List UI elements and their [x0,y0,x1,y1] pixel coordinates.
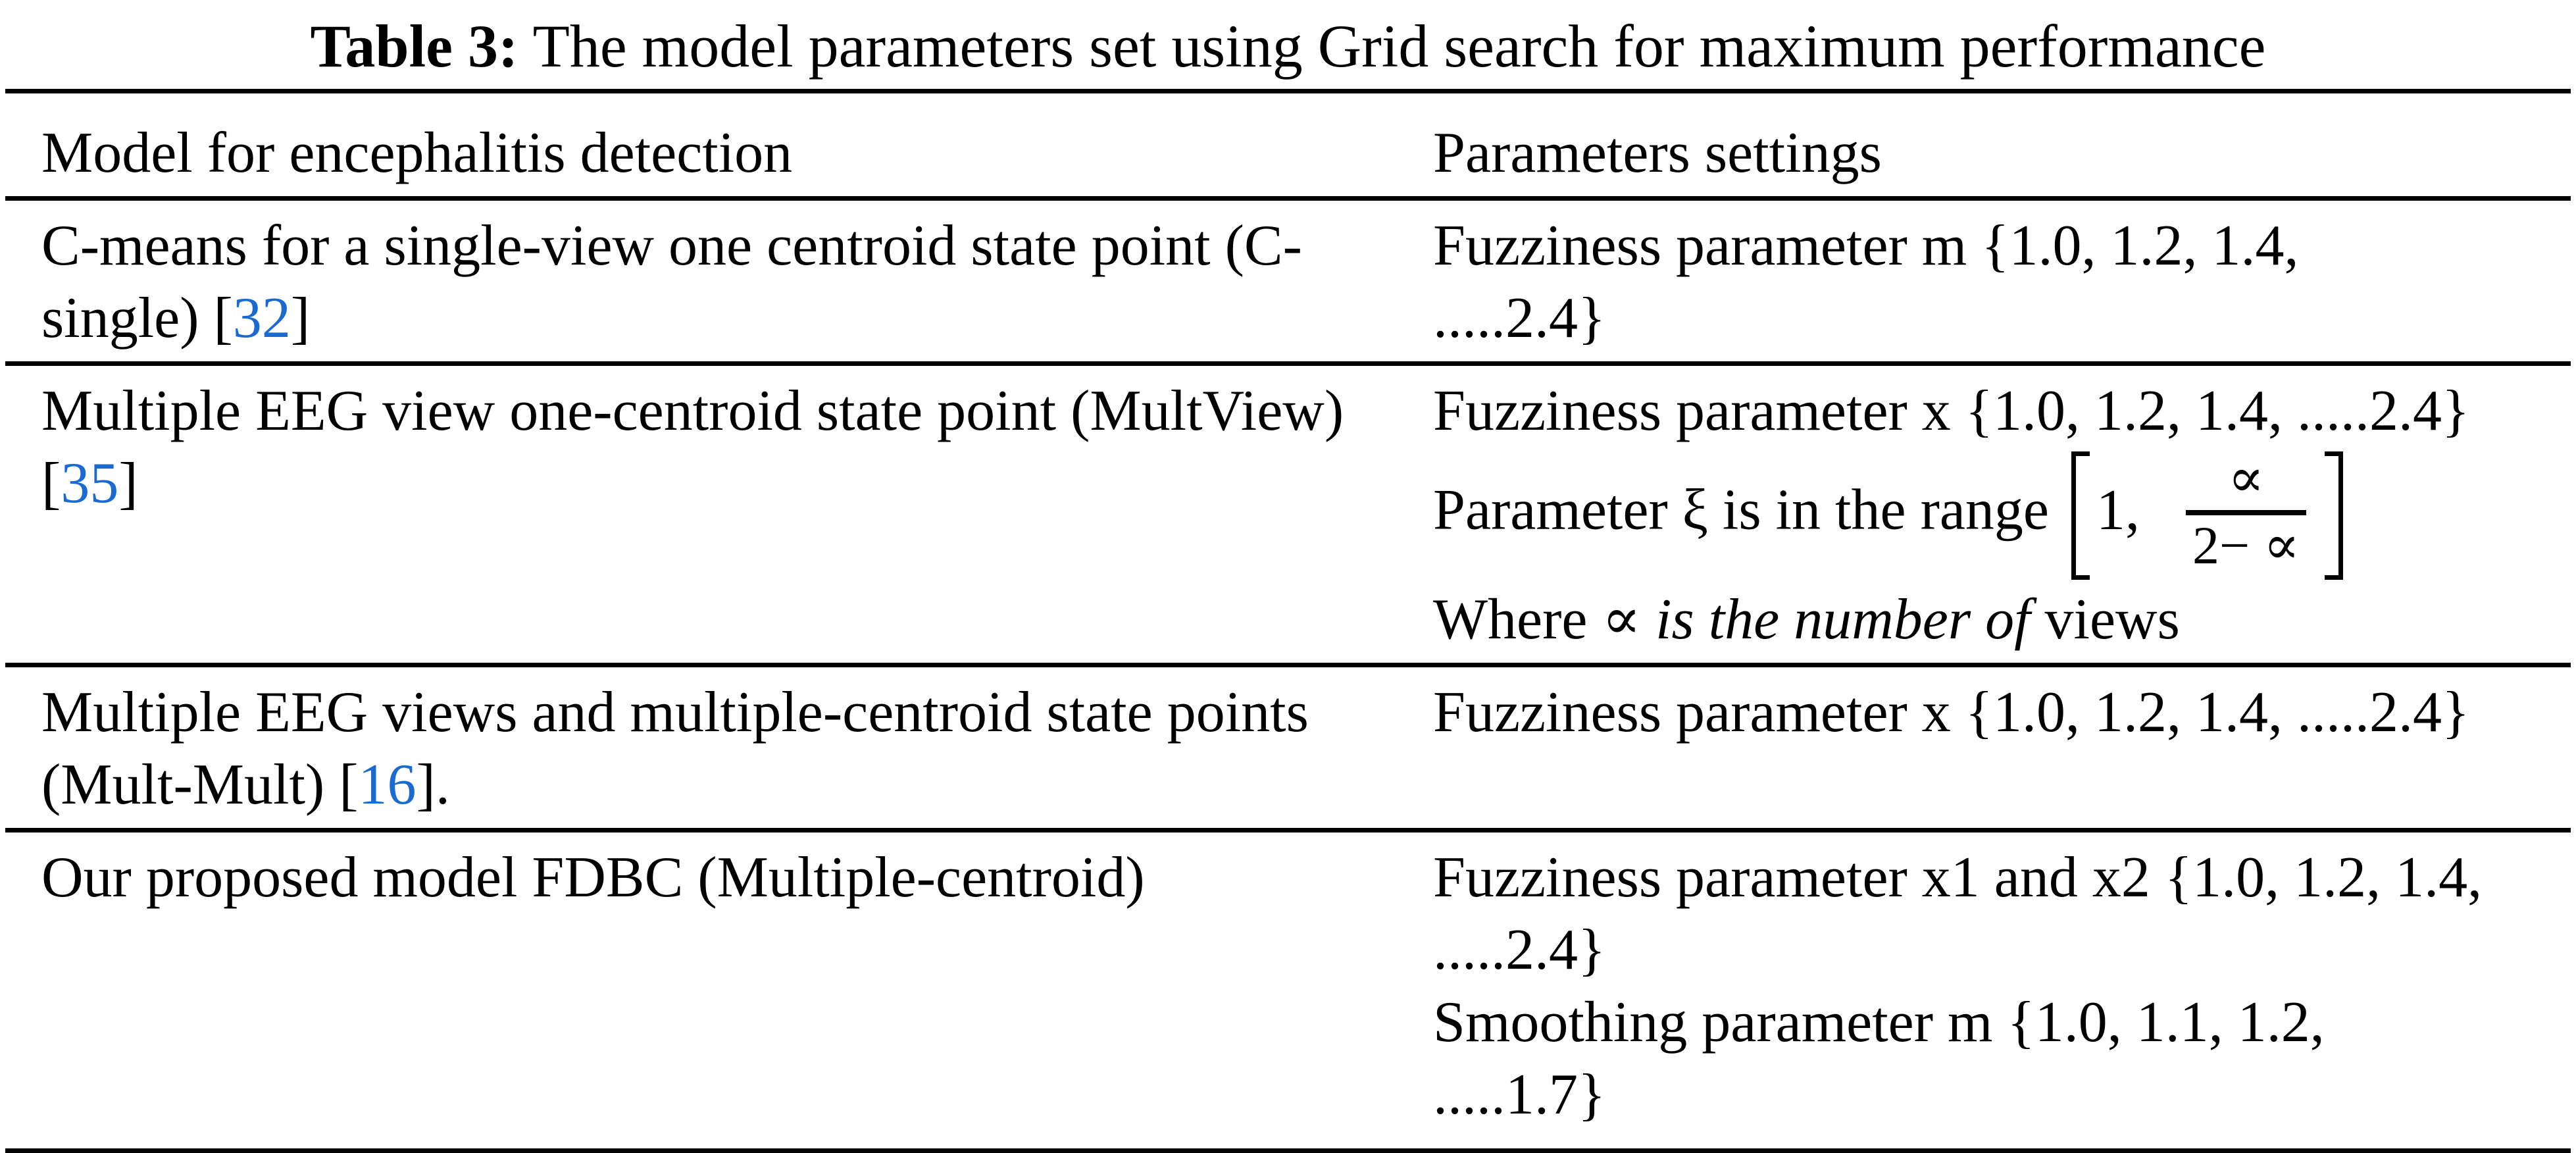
column-header-parameters: Parameters settings [1433,121,1882,185]
table-caption-text: The model parameters set using Grid sear… [532,13,2266,80]
model-cell: Multiple EEG views and multiple-centroid… [5,667,1433,828]
parameters-cell: Fuzziness parameter x {1.0, 1.2, 1.4, ..… [1433,667,2571,828]
table-row-fdbc: Our proposed model FDBC (Multiple-centro… [5,833,2571,1153]
column-header-model: Model for encephalitis detection [41,121,793,185]
model-text-line: C-means for a single-view one centroid s… [41,214,1302,278]
table-caption-label: Table 3: [310,13,518,80]
fraction-denominator: 2− ∝ [2192,515,2300,575]
model-text: single) [ [41,286,233,350]
model-text: (Mult-Mult) [ [41,753,359,817]
table-header-row: Model for encephalitis detection Paramet… [5,93,2571,201]
formula-text: Parameter ξ is in the range [1433,478,2049,542]
formula-fraction: ∝2− ∝ [2186,449,2307,575]
parameters-cell: Fuzziness parameter m {1.0, 1.2, 1.4, ..… [1433,201,2571,361]
table-row-multview: Multiple EEG view one-centroid state poi… [5,366,2571,667]
model-text-line: Multiple EEG view one-centroid state poi… [41,379,1344,443]
fraction-numerator: ∝ [2186,449,2307,515]
note-text: Where [1433,588,1602,652]
parameter-text-line: .....2.4} [1433,918,1606,982]
model-text: ] [290,286,311,350]
formula-note-line: Where ∝ is the number of views [1433,584,2558,656]
citation-link-32[interactable]: 32 [232,286,291,350]
parameters-cell: Fuzziness parameter x {1.0, 1.2, 1.4, ..… [1433,366,2571,663]
citation-link-16[interactable]: 16 [358,753,417,817]
model-cell: Multiple EEG view one-centroid state poi… [5,366,1433,663]
table-row-c-single: C-means for a single-view one centroid s… [5,201,2571,366]
parameter-text-line: Fuzziness parameter m {1.0, 1.2, 1.4, [1433,214,2299,278]
left-bracket [2071,451,2090,580]
model-text-line: Multiple EEG views and multiple-centroid… [41,680,1309,744]
table-row-mult-mult: Multiple EEG views and multiple-centroid… [5,667,2571,833]
citation-link-35[interactable]: 35 [61,451,119,515]
model-text-line: [35] [41,448,1407,520]
parameter-text-line: .....2.4} [1433,286,1606,350]
parameter-text-line: Fuzziness parameter x1 and x2 {1.0, 1.2,… [1433,846,2483,910]
parameter-text-line: Fuzziness parameter x {1.0, 1.2, 1.4, ..… [1433,379,2470,443]
model-text-line: Our proposed model FDBC (Multiple-centro… [41,846,1145,910]
model-text-line: single) [32] [41,282,1407,355]
right-bracket [2325,451,2344,580]
model-text: ]. [416,753,450,817]
model-cell: Our proposed model FDBC (Multiple-centro… [5,833,1433,1148]
parameters-cell: Fuzziness parameter x1 and x2 {1.0, 1.2,… [1433,833,2571,1148]
parameter-text-line: Smoothing parameter m {1.0, 1.1, 1.2, [1433,990,2325,1054]
formula-lower-bound: 1, [2096,478,2140,542]
xi-range-formula: Parameter ξ is in the range 1, ∝2− ∝ [1433,449,2558,580]
model-cell: C-means for a single-view one centroid s… [5,201,1433,361]
parameters-table: Model for encephalitis detection Paramet… [5,89,2571,1153]
parameter-text-line: Fuzziness parameter x {1.0, 1.2, 1.4, ..… [1433,680,2470,744]
table-caption: Table 3:The model parameters set using G… [0,0,2576,89]
note-italic-text: ∝ is the number of [1602,588,2031,652]
parameter-text-line: .....1.7} [1433,1063,1606,1127]
model-text: [ [41,451,61,515]
model-text-line: (Mult-Mult) [16]. [41,749,1407,821]
model-text: ] [118,451,138,515]
note-text: views [2030,588,2180,652]
